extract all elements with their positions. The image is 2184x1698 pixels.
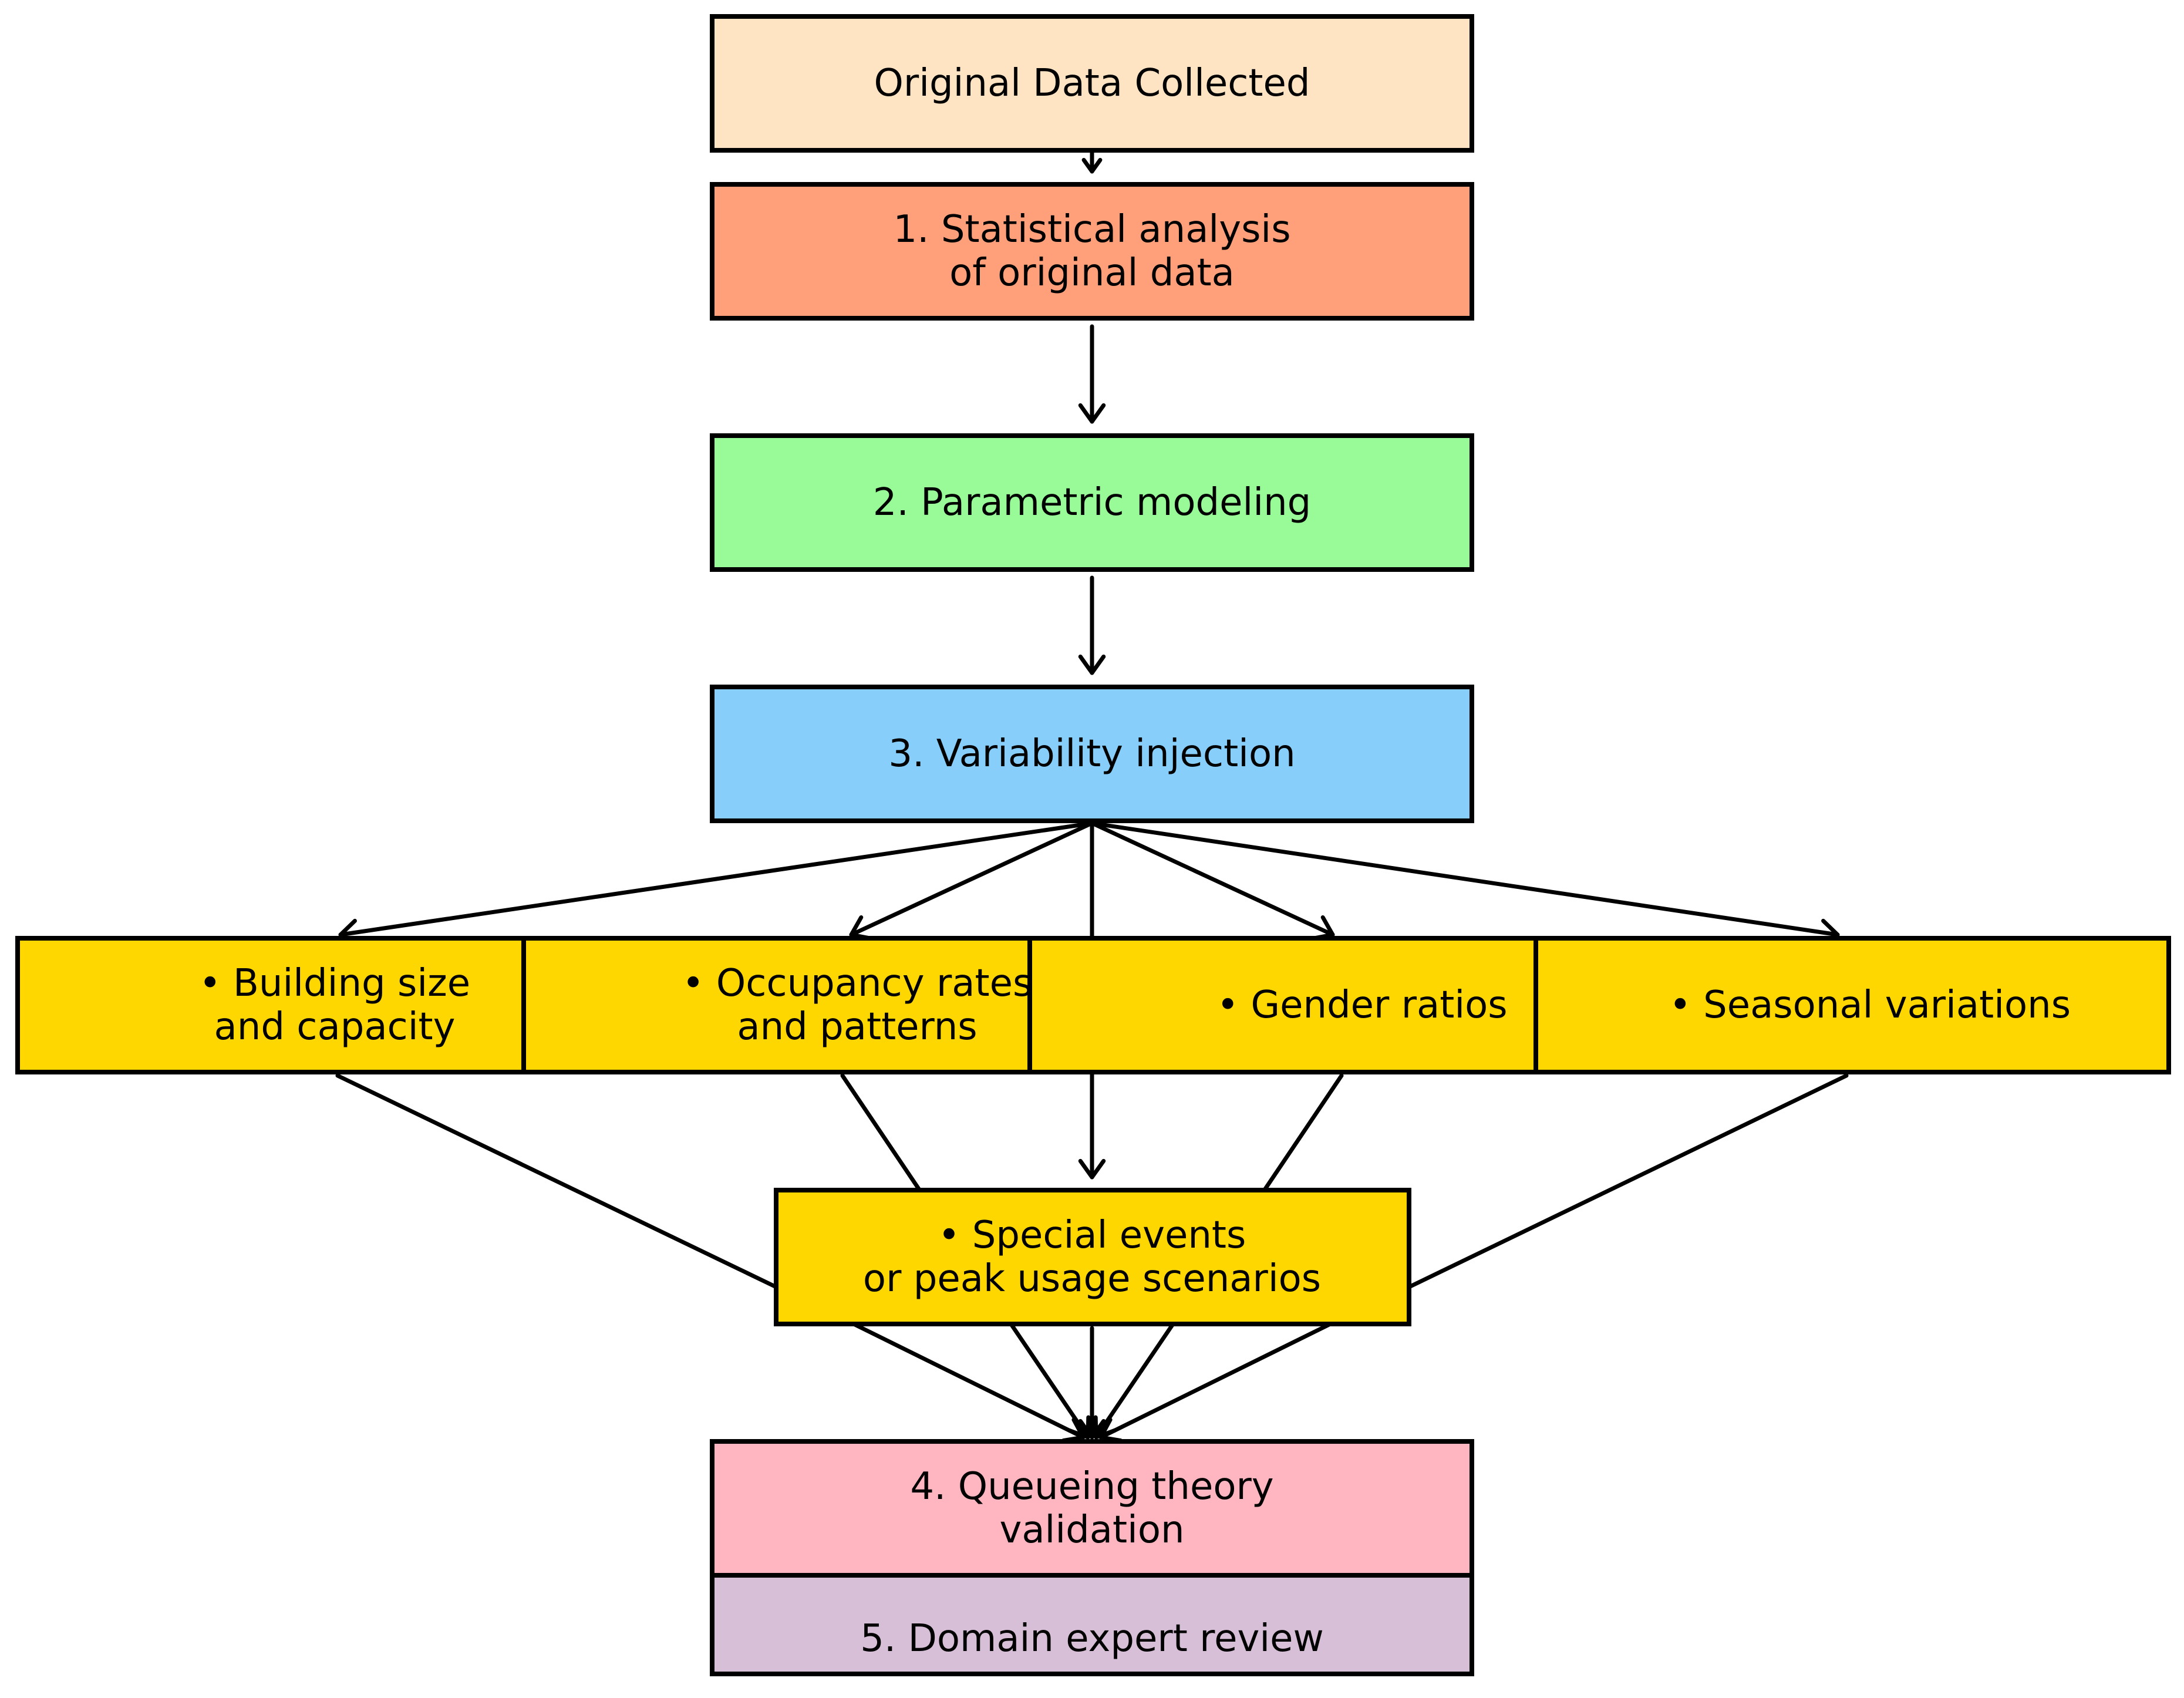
edge-param-to-var <box>1078 575 1106 675</box>
arrowhead <box>1067 1415 1091 1440</box>
node-expert: 5. Domain expert review <box>710 1573 1474 1676</box>
node-param: 2. Parametric modeling <box>710 433 1474 572</box>
edge-special-to-queue <box>1078 1326 1106 1440</box>
node-label: • Seasonal variations <box>1669 983 2071 1027</box>
node-box <box>710 685 1474 823</box>
node-box <box>710 1573 1474 1676</box>
arrowhead <box>1078 654 1106 675</box>
node-seasonal: • Seasonal variations <box>1533 936 2171 1074</box>
edge-line <box>849 821 1094 937</box>
node-label: and patterns <box>737 1005 977 1049</box>
node-label: 2. Parametric modeling <box>873 481 1312 524</box>
node-label: 5. Domain expert review <box>860 1617 1324 1660</box>
node-label: or peak usage scenarios <box>863 1257 1321 1301</box>
edge-line <box>1090 821 1840 937</box>
node-label: • Occupancy rates <box>682 962 1033 1005</box>
node-box <box>15 936 526 1074</box>
node-box <box>521 936 1032 1074</box>
node-box <box>1533 936 2171 1074</box>
edge-var-to-building <box>338 821 1094 946</box>
node-label: • Gender ratios <box>1216 983 1507 1027</box>
node-var: 3. Variability injection <box>710 685 1474 823</box>
arrowhead <box>1081 157 1103 174</box>
node-box <box>710 14 1474 153</box>
edge-stat-to-param <box>1078 324 1106 424</box>
node-label: 4. Queueing theory <box>910 1465 1273 1508</box>
node-label: • Building size <box>199 962 470 1005</box>
arrowhead <box>1078 403 1106 424</box>
node-gender: • Gender ratios <box>1027 936 1538 1074</box>
edge-var-to-seasonal <box>1090 821 1840 946</box>
node-box <box>710 182 1474 321</box>
node-label: 1. Statistical analysis <box>893 208 1290 251</box>
arrowhead <box>1078 1419 1106 1440</box>
node-label: 3. Variability injection <box>888 732 1295 776</box>
edge-original-to-stat <box>1081 148 1103 174</box>
arrowhead <box>1078 1158 1106 1180</box>
node-label: • Special events <box>938 1214 1246 1257</box>
node-label: Original Data Collected <box>874 62 1310 105</box>
node-label: of original data <box>949 251 1235 295</box>
node-label: validation <box>999 1508 1184 1552</box>
nodes-layer: Original Data Collected 1. Statistical an… <box>15 14 2171 1676</box>
node-box <box>710 433 1474 572</box>
edge-line <box>338 821 1094 937</box>
edge-line <box>1090 821 1335 937</box>
node-original: Original Data Collected <box>710 14 1474 153</box>
node-box <box>774 1188 1411 1326</box>
node-label: and capacity <box>214 1005 456 1049</box>
node-box <box>1027 936 1538 1074</box>
